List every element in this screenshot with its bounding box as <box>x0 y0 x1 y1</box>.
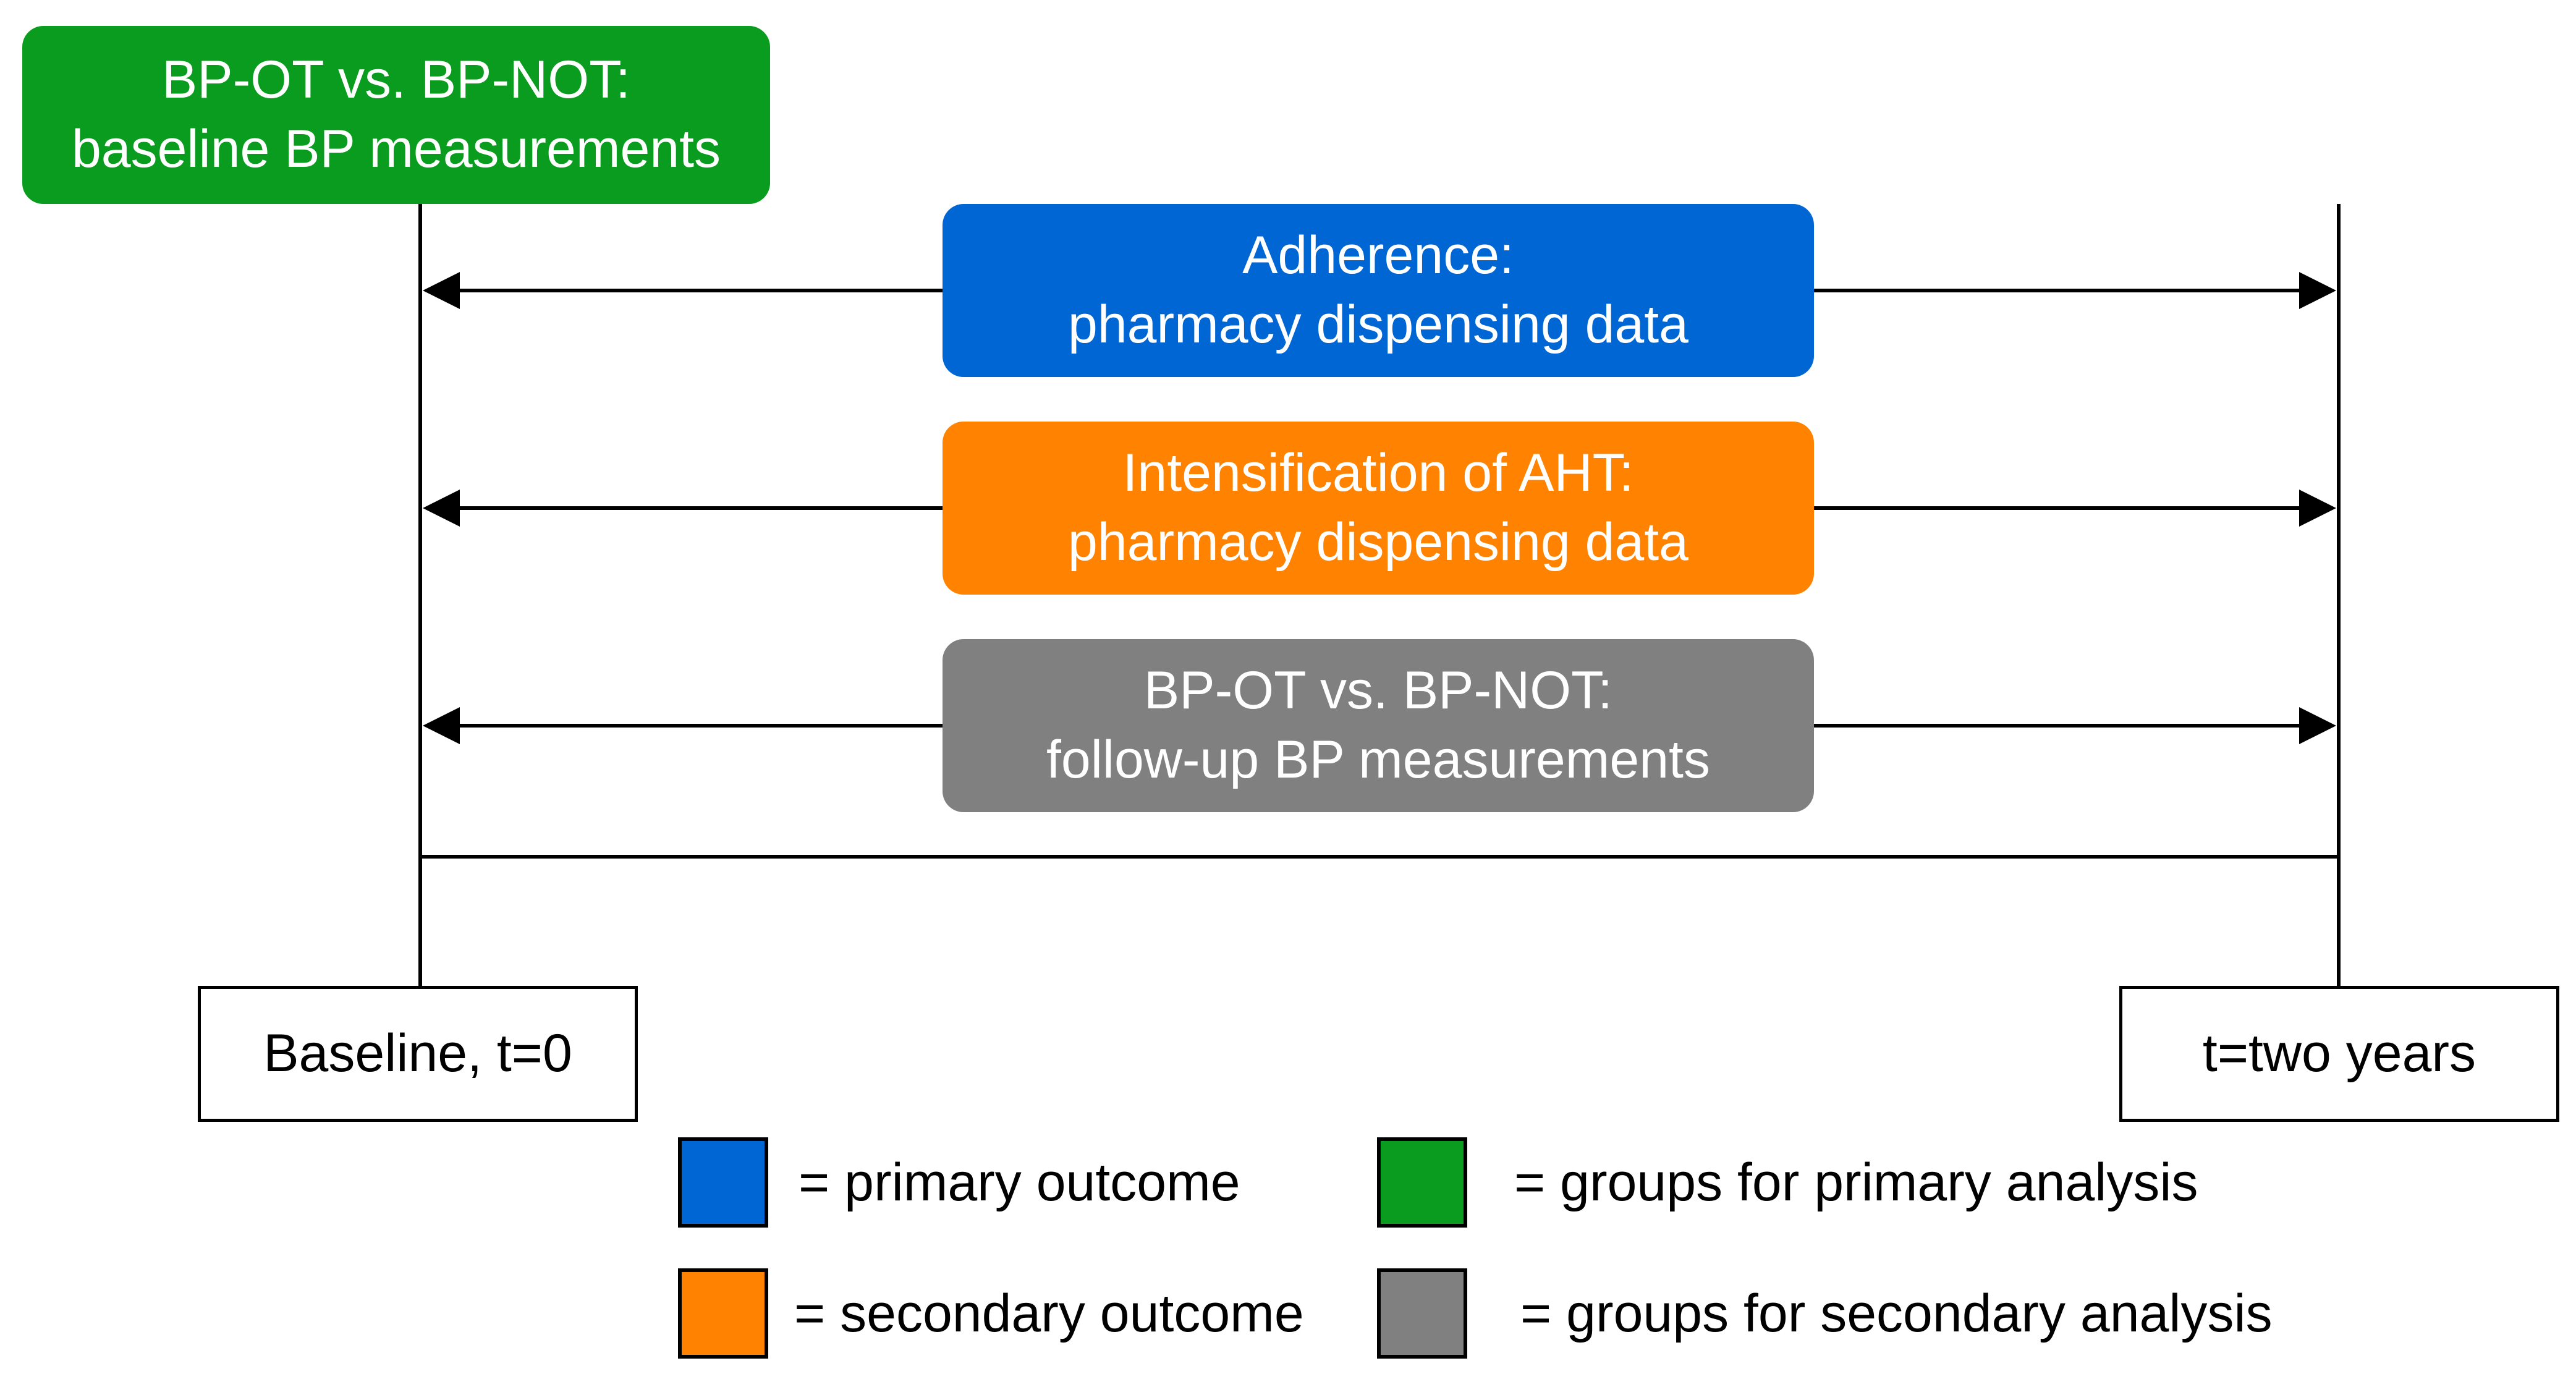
baseline-timepoint-label: Baseline, t=0 <box>263 1024 572 1084</box>
baseline-groups-line1: BP-OT vs. BP-NOT: <box>161 50 631 110</box>
intensification-box: Intensification of AHT: pharmacy dispens… <box>943 422 1814 595</box>
legend-label-primary-groups: = groups for primary analysis <box>1514 1153 2198 1212</box>
legend-label-primary-outcome: = primary outcome <box>799 1153 1240 1212</box>
baseline-groups-box: BP-OT vs. BP-NOT: baseline BP measuremen… <box>22 26 770 204</box>
legend-swatch-primary-outcome <box>678 1137 768 1228</box>
baseline-groups-line2: baseline BP measurements <box>71 119 721 179</box>
legend-swatch-secondary-groups <box>1377 1268 1467 1359</box>
adherence-line1: Adherence: <box>1242 226 1514 286</box>
follow-up-line2: follow-up BP measurements <box>1046 730 1710 789</box>
baseline-timepoint-box: Baseline, t=0 <box>198 986 638 1122</box>
intensification-line1: Intensification of AHT: <box>1122 443 1634 503</box>
legend-swatch-primary-groups <box>1377 1137 1467 1228</box>
end-timepoint-box: t=two years <box>2119 986 2559 1122</box>
legend-swatch-secondary-outcome <box>678 1268 768 1359</box>
legend-label-secondary-groups: = groups for secondary analysis <box>1520 1284 2273 1343</box>
adherence-line2: pharmacy dispensing data <box>1068 295 1688 354</box>
adherence-box: Adherence: pharmacy dispensing data <box>943 204 1814 377</box>
end-timepoint-label: t=two years <box>2202 1024 2476 1084</box>
legend-label-secondary-outcome: = secondary outcome <box>794 1284 1304 1343</box>
intensification-line2: pharmacy dispensing data <box>1068 512 1688 572</box>
follow-up-box: BP-OT vs. BP-NOT: follow-up BP measureme… <box>943 639 1814 812</box>
follow-up-line1: BP-OT vs. BP-NOT: <box>1143 661 1613 721</box>
